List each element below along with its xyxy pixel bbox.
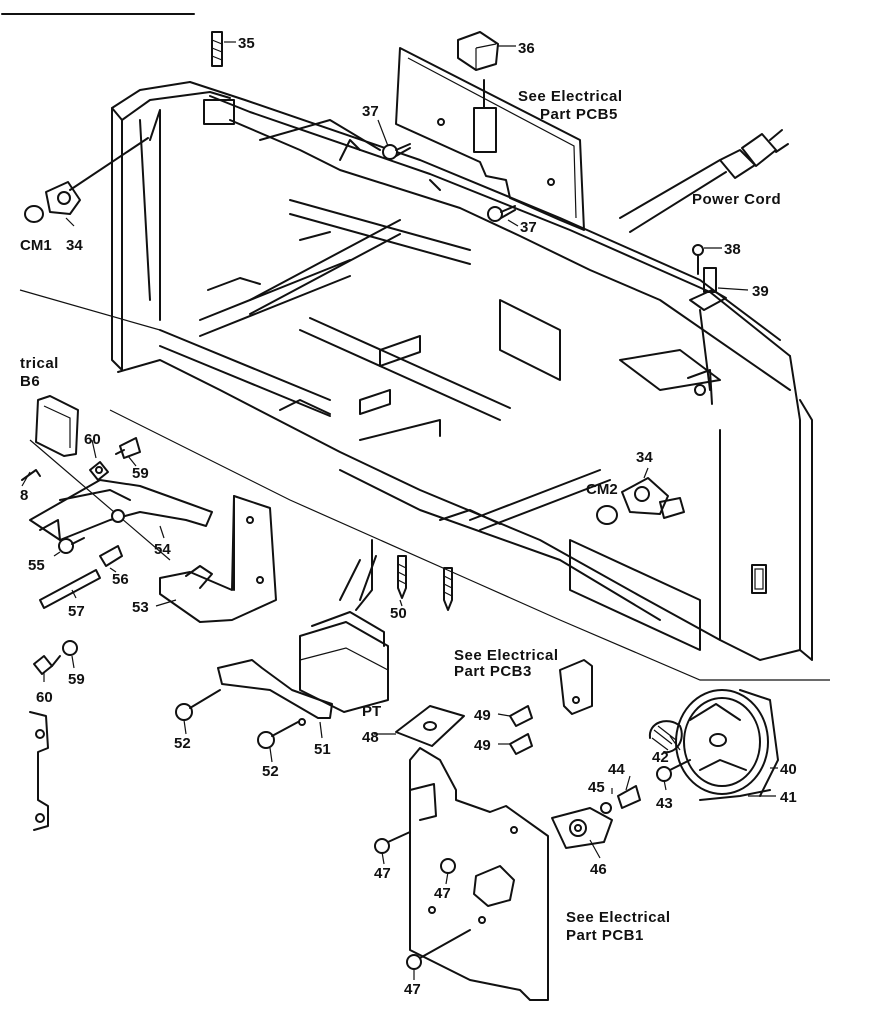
part-number-35: 35 (238, 35, 255, 52)
part-number-43: 43 (656, 795, 673, 812)
washer-60a (89, 461, 109, 481)
part-number-47a: 47 (374, 865, 391, 882)
part-number-53: 53 (132, 599, 149, 616)
part-number-51: 51 (314, 741, 331, 758)
screw-37a (382, 143, 411, 160)
part-number-34a: 34 (66, 237, 83, 254)
part-number-44: 44 (608, 761, 625, 778)
pt-label: PT (362, 703, 381, 720)
part-number-57: 57 (68, 603, 85, 620)
screw-59a (115, 437, 141, 459)
washer-45 (600, 802, 612, 814)
part-number-37b: 37 (520, 219, 537, 236)
plate-51 (217, 659, 333, 726)
leader-lines (21, 41, 778, 980)
screw-56 (99, 545, 123, 567)
bracket-46 (551, 807, 613, 849)
pcb1-note-line2: Part PCB1 (566, 927, 644, 944)
screw-47a (374, 831, 411, 854)
part-58 (21, 469, 41, 481)
screw-44 (617, 785, 641, 809)
cm1-label: CM1 (20, 237, 52, 254)
part-number-54: 54 (154, 541, 171, 558)
part-number-34b: 34 (636, 449, 653, 466)
part-number-59b: 59 (68, 671, 85, 688)
motor-cm1 (24, 137, 149, 223)
screw-49a (509, 705, 533, 727)
part-number-60b: 60 (36, 689, 53, 706)
screw-47b (440, 858, 456, 874)
screw-49b (509, 733, 533, 755)
screw-55 (58, 537, 85, 554)
pcb5-note-line1: See Electrical (518, 88, 623, 105)
pcb6-note-line1: trical (20, 355, 59, 372)
part-number-37a: 37 (362, 103, 379, 120)
screw-47c (406, 929, 471, 970)
motor-cm2 (596, 477, 685, 525)
part-number-56: 56 (112, 571, 129, 588)
screw-38 (692, 244, 704, 275)
part-number-50: 50 (390, 605, 407, 622)
pcb3-note-line2: Part PCB3 (454, 663, 532, 680)
part-number-52a: 52 (174, 735, 191, 752)
belt-41 (699, 789, 771, 801)
screw-52b (257, 721, 299, 749)
part-number-42: 42 (652, 749, 669, 766)
pcb1-note-line1: See Electrical (566, 909, 671, 926)
part-number-39: 39 (752, 283, 769, 300)
part-number-47b: 47 (434, 885, 451, 902)
part-number-38: 38 (724, 241, 741, 258)
part-number-46: 46 (590, 861, 607, 878)
part-number-40: 40 (780, 761, 797, 778)
rod-57 (39, 569, 101, 609)
pcb6-note-line2: B6 (20, 373, 40, 390)
part-number-41: 41 (780, 789, 797, 806)
part-number-59a: 59 (132, 465, 149, 482)
component-labels: Power Cord CM1 CM2 PT (20, 191, 781, 720)
transformer-pt (299, 539, 389, 713)
part-number-55: 55 (28, 557, 45, 574)
part-number-58: 8 (20, 487, 28, 504)
screw-37b (487, 205, 516, 222)
part-numbers: 35 36 37 37 34 34 38 39 60 59 8 54 55 56… (20, 35, 797, 998)
pcb5-note-line2: Part PCB5 (540, 106, 618, 123)
connector-36 (457, 31, 499, 71)
screw-50a (397, 555, 407, 599)
bracket-53 (159, 495, 277, 623)
part-number-48: 48 (362, 729, 379, 746)
lever-54 (29, 479, 213, 541)
pcb5-board (395, 47, 585, 231)
part-number-36: 36 (518, 40, 535, 57)
part-number-49a: 49 (474, 707, 491, 724)
screw-59b (51, 640, 78, 667)
power-cord-label: Power Cord (692, 191, 781, 208)
pcb3-board (559, 659, 593, 715)
gear-42 (648, 720, 683, 754)
pulley-40 (675, 689, 779, 797)
part-number-47c: 47 (404, 981, 421, 998)
notes: See Electrical Part PCB5 See Electrical … (20, 88, 671, 944)
part-number-60a: 60 (84, 431, 101, 448)
pcb3-note-line1: See Electrical (454, 647, 559, 664)
pcb1-board (409, 747, 549, 1001)
washer-60b (33, 655, 53, 675)
part-number-52b: 52 (262, 763, 279, 780)
part-number-49b: 49 (474, 737, 491, 754)
screw-52a (175, 689, 221, 721)
bracket-39 (689, 267, 727, 391)
part-number-45: 45 (588, 779, 605, 796)
screw-35 (203, 31, 235, 125)
cm2-label: CM2 (586, 481, 618, 498)
pad-48 (395, 705, 465, 747)
chassis-frame (19, 81, 830, 681)
power-cord (619, 129, 789, 233)
pcb6-board (35, 395, 79, 457)
left-edge-bracket (29, 711, 49, 831)
screw-50b (443, 567, 453, 611)
